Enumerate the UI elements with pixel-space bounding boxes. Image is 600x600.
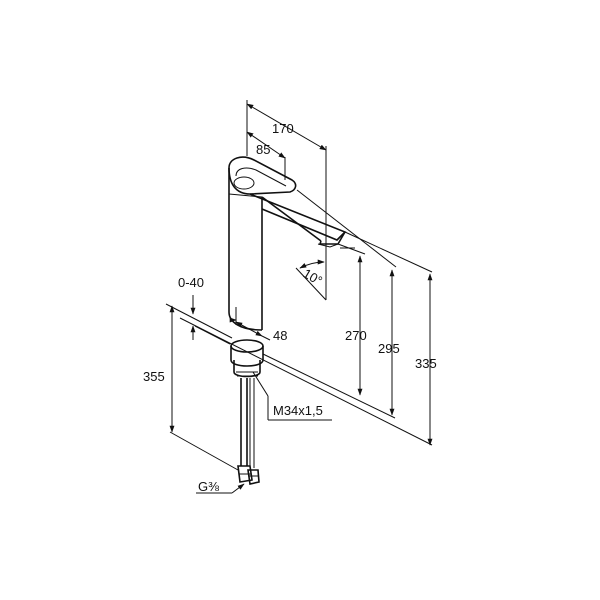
dim-355-label: 355: [143, 369, 165, 384]
lever-handle: [228, 156, 297, 195]
dim-295-label: 295: [378, 341, 400, 356]
supply-hoses: [237, 378, 260, 485]
dim-angle-label: 10°: [301, 266, 326, 289]
dimension-labels: 170 85 10° 0-40 48 355 270 295 335 M34x1…: [143, 121, 437, 494]
dim-270-label: 270: [345, 328, 367, 343]
dim-85-label: 85: [256, 142, 270, 157]
dimension-lines: [165, 100, 433, 494]
spout: [249, 193, 347, 241]
dim-adjust-label: 0-40: [178, 275, 204, 290]
thread-label: M34x1,5: [273, 403, 323, 418]
connection-label: G⅜: [198, 479, 219, 494]
dim-48-label: 48: [273, 328, 287, 343]
base-collar: [230, 339, 264, 378]
dim-335-label: 335: [415, 356, 437, 371]
lever-handle-top: [235, 167, 287, 187]
faucet-outline: [228, 156, 347, 485]
dim-170-label: 170: [272, 121, 294, 136]
